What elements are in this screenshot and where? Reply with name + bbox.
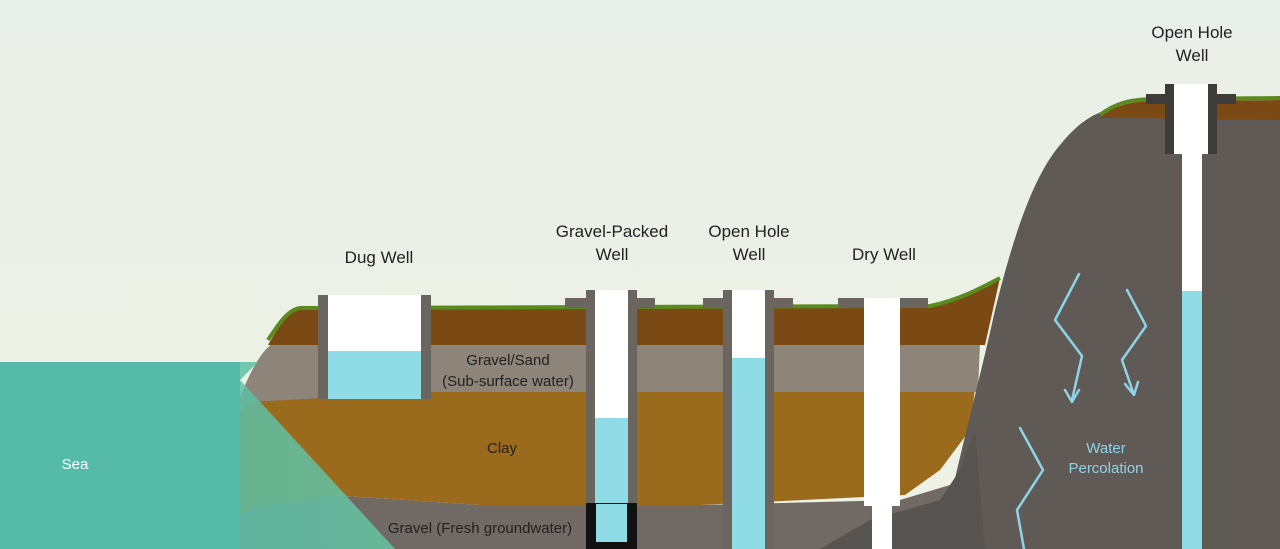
gravel-packed-well-label-2: Well xyxy=(596,245,629,264)
dry-well-pipe xyxy=(872,506,892,549)
dug-well-label: Dug Well xyxy=(345,248,414,267)
dug-well-casing-left xyxy=(318,295,328,399)
open-hole-well-hill xyxy=(1146,84,1236,549)
sea-label: Sea xyxy=(62,456,89,473)
gravel-packed-well xyxy=(565,290,655,549)
open-hole-well-center-label-2: Well xyxy=(733,245,766,264)
open-hole-well-center-label-1: Open Hole xyxy=(708,222,789,241)
gpw-casing-right xyxy=(628,290,637,549)
hill-well-water xyxy=(1182,291,1202,549)
grass-line xyxy=(266,276,1001,342)
dug-well-water xyxy=(328,351,421,399)
hill-well-air xyxy=(1174,84,1208,154)
gpw-casing-left xyxy=(586,290,595,549)
hill-well-casing-right xyxy=(1208,84,1217,154)
open-hole-well-hill-label-2: Well xyxy=(1176,46,1209,65)
ohw-water xyxy=(732,358,765,549)
dug-well-casing-right xyxy=(421,295,431,399)
gpw-screen xyxy=(596,504,627,542)
hill-well-casing-left xyxy=(1165,84,1174,154)
ohw-casing-right xyxy=(765,290,774,549)
ohw-air xyxy=(732,290,765,358)
gpw-water xyxy=(595,418,628,510)
open-hole-well-hill-label-1: Open Hole xyxy=(1151,23,1232,42)
percolation-arrow-3 xyxy=(1015,426,1045,549)
gpw-air xyxy=(595,290,628,418)
percolation-arrow-2 xyxy=(1120,288,1148,397)
sea-body xyxy=(0,362,240,549)
gravel-sand-label-1: Gravel/Sand xyxy=(466,352,549,369)
gravel-sand-label-2: (Sub-surface water) xyxy=(442,373,574,390)
dry-well xyxy=(838,298,928,549)
dry-well-shaft xyxy=(864,298,900,506)
clay-label: Clay xyxy=(487,440,518,457)
dug-well-air xyxy=(328,295,421,351)
water-percolation-label-1: Water xyxy=(1086,440,1125,457)
hill-well-shaft xyxy=(1182,154,1202,291)
ohw-casing-left xyxy=(723,290,732,549)
dry-well-label: Dry Well xyxy=(852,245,916,264)
dug-well xyxy=(318,295,431,399)
dark-rock-base xyxy=(820,430,985,549)
water-percolation-label-2: Percolation xyxy=(1068,460,1143,477)
percolation-arrow-1 xyxy=(1053,272,1084,404)
gravel-packed-well-label-1: Gravel-Packed xyxy=(556,222,668,241)
open-hole-well-center xyxy=(703,290,793,549)
percolation-arrows xyxy=(1015,272,1148,549)
gravel-label: Gravel (Fresh groundwater) xyxy=(388,520,572,537)
